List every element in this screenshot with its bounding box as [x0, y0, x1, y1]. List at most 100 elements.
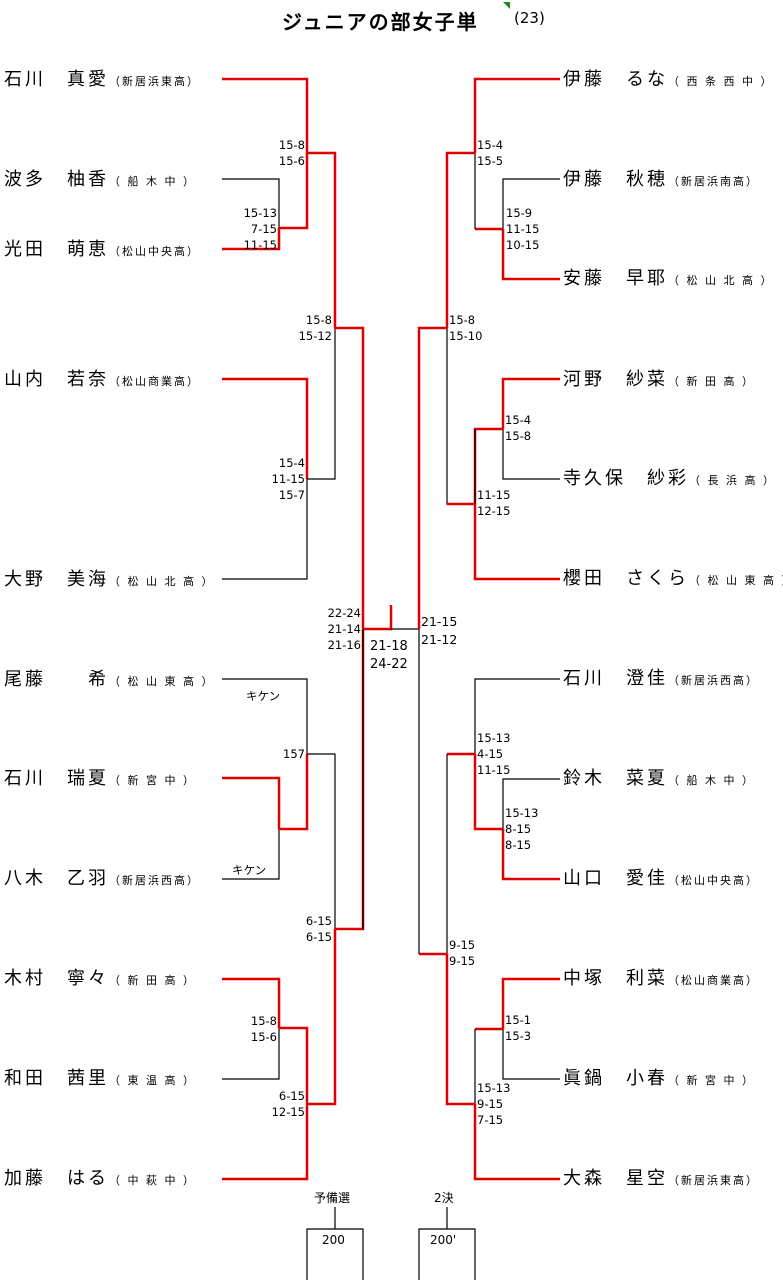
winner-path: [222, 977, 281, 1028]
match-score: 15-9 11-15 10-15: [506, 206, 540, 252]
bracket-line: [502, 1029, 560, 1080]
player-school: （ 松 山 北 高 ）: [668, 274, 774, 287]
player-name: 山内 若奈: [4, 369, 109, 390]
player-school: （新居浜東高）: [109, 75, 200, 88]
match-score: 11-15 12-15: [477, 488, 511, 518]
bracket-line: [222, 829, 280, 880]
match-score: 6-15 12-15: [271, 1089, 305, 1119]
player-school: （松山商業高）: [668, 974, 759, 987]
player-school: （ 新 田 高 ）: [109, 974, 196, 987]
preliminary-box: [306, 1228, 364, 1280]
player-school: （新居浜西高）: [668, 674, 759, 687]
comment-flag-icon: [503, 2, 510, 9]
player-school: （ 長 浜 高 ）: [689, 474, 776, 487]
player-name: 山口 愛佳: [563, 868, 668, 889]
player-name: 鈴木 菜夏: [563, 768, 668, 789]
player-right: 中塚 利菜（松山商業高）: [563, 968, 759, 990]
winner-path: [222, 228, 281, 251]
match-score: 157: [283, 747, 305, 761]
winner-path: [501, 377, 560, 429]
player-school: （ 新 田 高 ）: [668, 375, 755, 388]
winner-path: [335, 326, 365, 629]
player-school: （松山中央高）: [668, 874, 759, 887]
player-right: 眞鍋 小春（ 新 宮 中 ）: [563, 1068, 755, 1090]
winner-path: [445, 151, 475, 328]
winner-path: [473, 754, 503, 831]
player-name: 中塚 利菜: [563, 968, 668, 989]
match-score: 15-8 15-10: [449, 313, 483, 343]
player-right: 鈴木 菜夏（ 船 木 中 ）: [563, 768, 755, 790]
winner-path: [279, 754, 309, 831]
winner-path: [473, 1104, 560, 1181]
player-name: 安藤 早耶: [563, 268, 668, 289]
preliminary-label: 予備選: [314, 1191, 351, 1205]
player-school: （松山商業高）: [109, 375, 200, 388]
player-left: 尾藤 希（ 松 山 東 高 ）: [4, 669, 214, 691]
match-score: 15-4 11-15 15-7: [271, 456, 305, 502]
match-score: 21-15 21-12: [421, 614, 458, 647]
third-place-box: [418, 1228, 476, 1280]
player-school: （ 東 温 高 ）: [109, 1074, 196, 1087]
player-school: （新居浜西高）: [109, 874, 200, 887]
player-right: 山口 愛佳（松山中央高）: [563, 868, 759, 890]
player-right: 大森 星空（新居浜東高）: [563, 1168, 759, 1190]
bracket-line: [222, 178, 280, 228]
player-right: 寺久保 紗彩（ 長 浜 高 ）: [563, 468, 776, 490]
player-name: 伊藤 秋穂: [563, 169, 668, 190]
match-score: 15-8 15-6: [278, 138, 305, 168]
player-left: 山内 若奈（松山商業高）: [4, 369, 200, 391]
player-left: 木村 寧々（ 新 田 高 ）: [4, 968, 196, 990]
player-left: 八木 乙羽（新居浜西高）: [4, 868, 200, 890]
player-name: 木村 寧々: [4, 968, 109, 989]
player-school: （ 松 山 東 高 ）: [109, 675, 215, 688]
winner-path: [473, 77, 560, 153]
match-score: 6-15 6-15: [305, 914, 332, 944]
match-score: 15-4 15-5: [477, 138, 504, 168]
player-left: 波多 柚香（ 船 木 中 ）: [4, 169, 196, 191]
player-name: 大野 美海: [4, 569, 109, 590]
player-name: 石川 真愛: [4, 69, 109, 90]
player-name: 河野 紗菜: [563, 369, 668, 390]
player-name: 加藤 はる: [4, 1168, 109, 1189]
player-left: 大野 美海（ 松 山 北 高 ）: [4, 569, 214, 591]
bracket-line: [222, 479, 308, 580]
winner-path: [222, 377, 309, 479]
winner-path: [307, 929, 337, 1106]
player-school: （松山中央高）: [109, 245, 200, 258]
player-name: 石川 澄佳: [563, 668, 668, 689]
third-place-box-value: 200': [430, 1233, 457, 1247]
bracket-line: [502, 429, 560, 480]
match-score: 15-8 15-12: [298, 313, 332, 343]
player-school: （ 松 山 東 高 ）: [689, 574, 783, 587]
winner-path: [222, 1104, 309, 1181]
match-score: 9-15 9-15: [449, 938, 476, 968]
preliminary-box-value: 200: [322, 1233, 345, 1247]
player-left: 石川 瑞夏（ 新 宮 中 ）: [4, 768, 196, 790]
player-name: 寺久保 紗彩: [563, 468, 689, 489]
winner-path: [335, 629, 365, 931]
player-school: （ 新 宮 中 ）: [109, 774, 196, 787]
player-name: 波多 柚香: [4, 169, 109, 190]
page-title: ジュニアの部女子単: [282, 10, 479, 34]
winner-path: [445, 954, 475, 1106]
match-score: 15-4 15-8: [505, 413, 532, 443]
player-left: 光田 萌恵（松山中央高）: [4, 239, 200, 261]
bracket-line: [222, 678, 308, 754]
player-name: 櫻田 さくら: [563, 568, 689, 589]
winner-path: [501, 229, 560, 281]
player-school: （ 船 木 中 ）: [109, 175, 196, 188]
bracket-line: [502, 178, 560, 229]
winner-path: [222, 776, 281, 829]
match-score: 15-1 15-3: [505, 1013, 532, 1043]
match-score: 15-13 9-15 7-15: [477, 1081, 511, 1127]
winner-path: [279, 1026, 309, 1104]
player-school: （ 西 条 西 中 ）: [668, 75, 774, 88]
winner-path: [222, 77, 309, 153]
player-right: 河野 紗菜（ 新 田 高 ）: [563, 369, 755, 391]
bracket-line: [474, 678, 560, 754]
bracket-line: [222, 1028, 280, 1080]
player-left: 加藤 はる（ 中 萩 中 ）: [4, 1168, 196, 1190]
match-score: キケン: [246, 689, 281, 703]
match-score: 15-13 7-15 11-15: [243, 206, 277, 252]
player-name: 石川 瑞夏: [4, 768, 109, 789]
